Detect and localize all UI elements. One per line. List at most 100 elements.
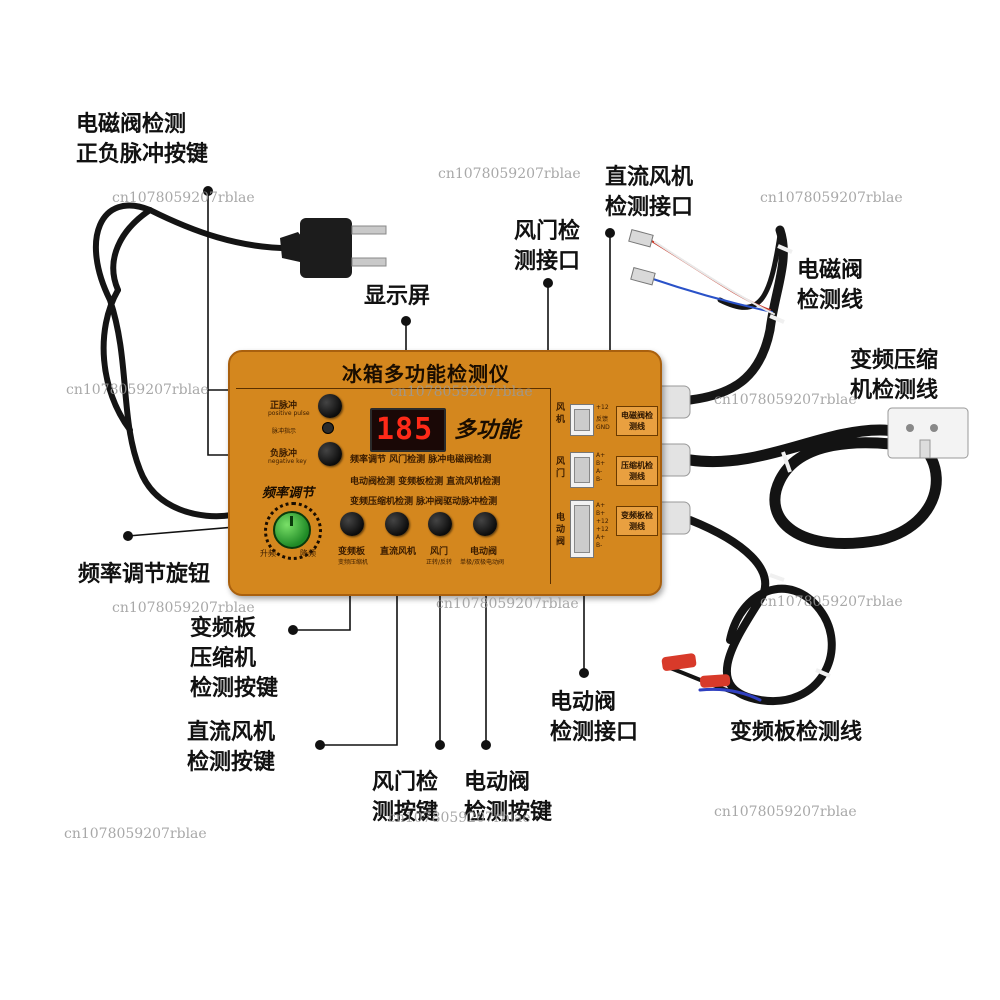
motor-valve-port[interactable] (570, 500, 594, 558)
callout-solenoid-line: 电磁阀 检测线 (797, 258, 864, 313)
valve-pin: A+ (596, 502, 606, 509)
feature-row: 电动阀检测 变频板检测 直流风机检测 (350, 477, 501, 487)
leader-dot (435, 740, 445, 750)
watermark: cn1078059207rblae (714, 392, 857, 408)
button-sublabel: 单极/双极电动阀 (460, 559, 505, 566)
damper-pin: B- (596, 476, 603, 483)
watermark: cn1078059207rblae (760, 190, 903, 206)
leader-dot (605, 228, 615, 238)
button-label: 风门 (430, 547, 449, 557)
watermark: cn1078059207rblae (112, 190, 255, 206)
callout-motor-valve-port: 电动阀 检测接口 (550, 690, 639, 745)
damper-pin: B+ (596, 460, 606, 467)
power-plug (280, 218, 387, 278)
valve-pin: +12 (596, 526, 609, 533)
frequency-knob[interactable] (273, 511, 311, 549)
watermark: cn1078059207rblae (390, 384, 533, 400)
dc-fan-button[interactable] (385, 512, 409, 536)
callout-inverter-comp-key: 变频板 压缩机 检测按键 (190, 616, 279, 701)
multi-function-text: 多功能 (454, 418, 521, 443)
power-cord (93, 202, 301, 520)
callout-damper-port: 风门检 测接口 (514, 219, 581, 274)
negative-pulse-button[interactable] (318, 442, 342, 466)
callout-inverter-board-line: 变频板检测线 (730, 720, 863, 745)
leader-dot (481, 740, 491, 750)
fan-pin: GND (596, 424, 610, 431)
compressor-connector (887, 407, 969, 459)
leader-dot (288, 625, 298, 635)
display-value: 185 (376, 412, 434, 447)
spade-terminals (628, 229, 656, 286)
button-label: 电动阀 (470, 547, 498, 557)
alligator-clips (661, 653, 731, 688)
panel-divider (550, 388, 551, 584)
pulse-indicator-label: 脉冲指示 (272, 428, 297, 435)
leader-dot (401, 316, 411, 326)
callout-dc-fan-port: 直流风机 检测接口 (605, 165, 694, 220)
callout-inverter-comp-line: 变频压缩 机检测线 (850, 348, 939, 403)
feature-row: 频率调节 风门检测 脉冲电磁阀检测 (350, 455, 492, 465)
callout-freq-knob: 频率调节旋钮 (78, 562, 211, 587)
leader-dot (203, 186, 213, 196)
side-label-compressor: 压缩机检测线 (616, 456, 658, 486)
button-label: 直流风机 (380, 547, 417, 557)
fan-port[interactable] (570, 404, 594, 436)
watermark: cn1078059207rblae (714, 804, 857, 820)
button-sublabel: 变频压缩机 (338, 559, 369, 566)
damper-pin: A- (596, 468, 603, 475)
panel-title: 冰箱多功能检测仪 (342, 362, 510, 386)
valve-port-label: 电动阀 (556, 513, 566, 547)
leader-dot (543, 278, 553, 288)
pulse-pos-en: positive pulse (268, 410, 310, 417)
freq-adjust-label: 频率调节 (262, 486, 315, 501)
damper-port-label: 风门 (556, 457, 566, 479)
valve-pin: A+ (596, 534, 606, 541)
cable-glands (655, 385, 691, 535)
right-cables (649, 225, 942, 706)
pulse-indicator-led (322, 422, 334, 434)
inverter-board-button[interactable] (340, 512, 364, 536)
freq-scale-arc (264, 502, 322, 560)
side-label-solenoid: 电磁阀检测线 (616, 406, 658, 436)
watermark: cn1078059207rblae (388, 810, 531, 826)
callout-damper-key: 风门检 测按键 (372, 770, 439, 825)
callout-display: 显示屏 (364, 284, 431, 309)
watermark: cn1078059207rblae (760, 594, 903, 610)
callout-dc-fan-key: 直流风机 检测按键 (187, 720, 276, 775)
pulse-pos-label: 正脉冲 (270, 401, 298, 411)
watermark: cn1078059207rblae (66, 382, 209, 398)
fan-port-label: 风机 (556, 403, 566, 425)
side-label-inverter: 变频板检测线 (616, 506, 658, 536)
valve-pin: +12 (596, 518, 609, 525)
fan-pin: +12 (596, 404, 609, 411)
cable-ties (769, 244, 831, 678)
feature-row: 变频压缩机检测 脉冲阀驱动脉冲检测 (350, 497, 498, 507)
damper-button[interactable] (428, 512, 452, 536)
leader-dot (315, 740, 325, 750)
watermark: cn1078059207rblae (112, 600, 255, 616)
watermark: cn1078059207rblae (436, 596, 579, 612)
title-underline (236, 388, 550, 389)
freq-up-label: 升频 (260, 549, 276, 558)
pulse-neg-label: 负脉冲 (270, 449, 298, 459)
motor-valve-button[interactable] (473, 512, 497, 536)
pulse-neg-en: negative key (268, 458, 307, 465)
knob-indicator (290, 516, 293, 526)
display-screen: 185 (370, 408, 446, 452)
leader-dot (579, 668, 589, 678)
button-label: 变频板 (338, 547, 366, 557)
fan-pin: 反馈 (596, 416, 609, 423)
tester-panel: 冰箱多功能检测仪 正脉冲 positive pulse 脉冲指示 负脉冲 neg… (228, 350, 662, 596)
valve-pin: B+ (596, 510, 606, 517)
callout-solenoid-pulse-key: 电磁阀检测 正负脉冲按键 (76, 112, 209, 167)
button-sublabel: 正转/反转 (426, 559, 453, 566)
valve-pin: B- (596, 542, 603, 549)
callout-motor-valve-key: 电动阀 检测按键 (464, 770, 553, 825)
leader-dot (123, 531, 133, 541)
positive-pulse-button[interactable] (318, 394, 342, 418)
damper-pin: A+ (596, 452, 606, 459)
watermark: cn1078059207rblae (438, 166, 581, 182)
watermark: cn1078059207rblae (64, 826, 207, 842)
freq-down-label: 降频 (300, 549, 316, 558)
damper-port[interactable] (570, 452, 594, 488)
